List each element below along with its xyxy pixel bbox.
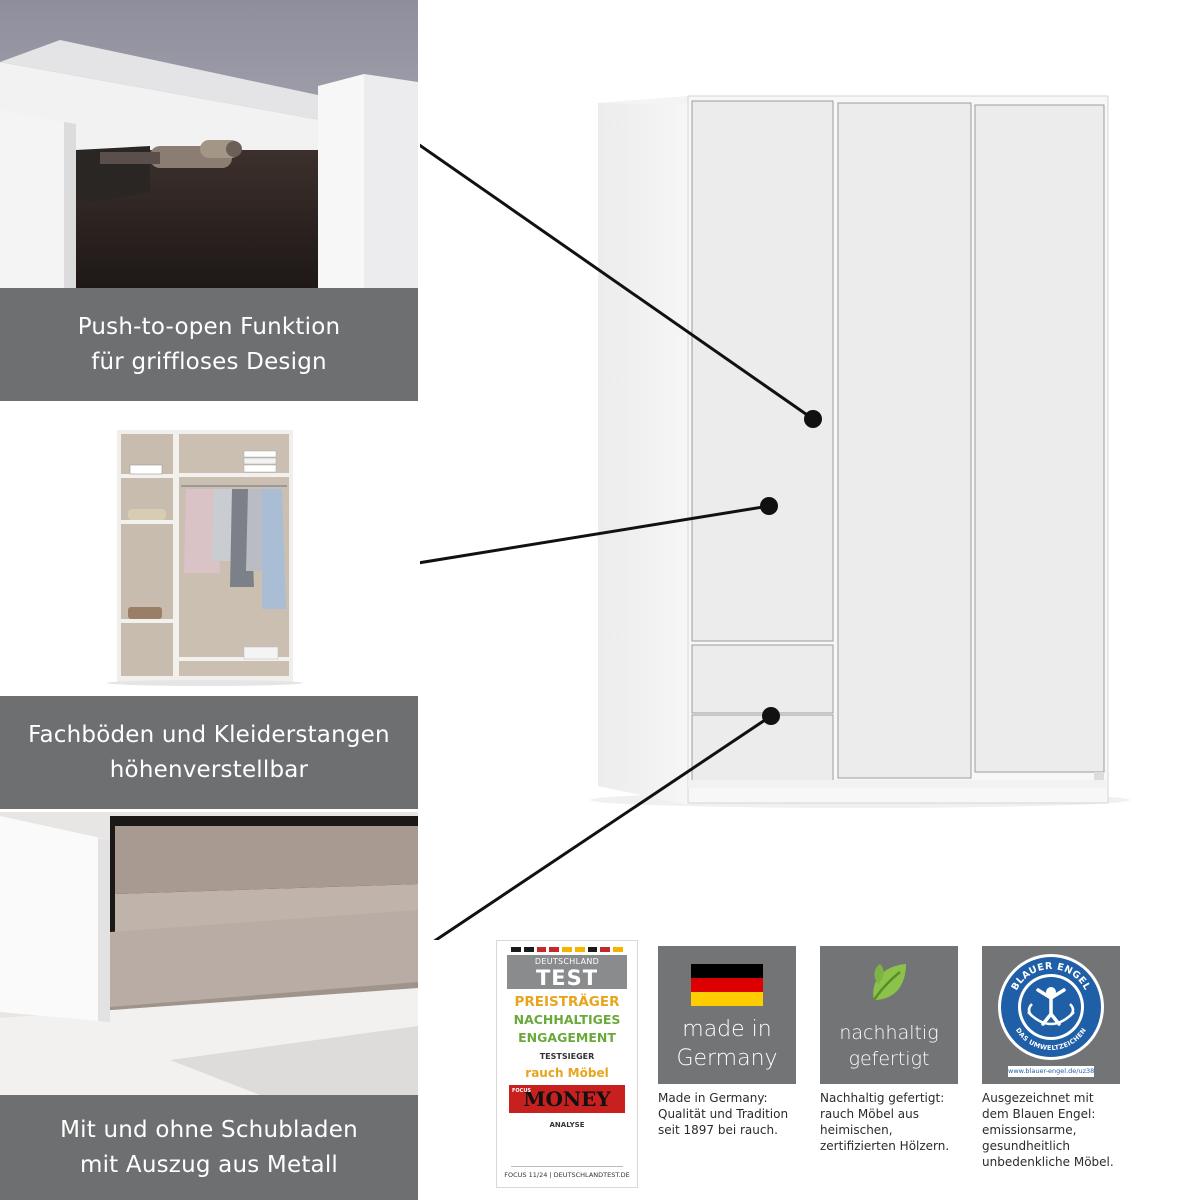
pointer-dot-icon — [760, 497, 778, 515]
wardrobe-side-panel — [598, 96, 688, 805]
badge-title-line: made in — [682, 1017, 772, 1042]
pointer-dot-icon — [804, 410, 822, 428]
description-line: unbedenkliche Möbel. — [982, 1155, 1114, 1169]
feature-caption-line: Mit und ohne Schubladen — [60, 1116, 358, 1143]
seal-award-line: NACHHALTIGES — [513, 1012, 621, 1027]
feature-caption-line: Fachböden und Kleiderstangen — [28, 721, 390, 748]
description-line: Qualität und Tradition — [658, 1107, 789, 1121]
wardrobe-middle-door — [837, 102, 972, 779]
seal-award-line: PREISTRÄGER — [514, 994, 620, 1010]
feature-caption-line: Push-to-open Funktion — [77, 313, 341, 340]
badge-title-line: gefertigt — [848, 1048, 930, 1070]
made-in-germany-badge: made in Germany — [658, 946, 796, 1084]
seal-footer: FOCUS 11/24 | DEUTSCHLANDTEST.DE — [504, 1171, 630, 1179]
blue-angel-icon: BLAUER ENGEL DAS UMWELTZEICHEN — [998, 954, 1104, 1060]
seal-analyse: ANALYSE — [549, 1121, 585, 1129]
blue-angel-url: www.blauer-engel.de/uz38 — [1008, 1067, 1095, 1075]
pointer-line-drawers — [433, 714, 772, 940]
description-line: emissionsarme, — [982, 1123, 1077, 1137]
feature-caption-line: für griffloses Design — [91, 348, 327, 375]
seal-color-stripe — [511, 947, 624, 952]
description-line: rauch Möbel aus — [820, 1107, 919, 1121]
wardrobe-drawer-lower — [691, 714, 834, 782]
seal-header-small: DEUTSCHLAND — [534, 957, 600, 966]
deutschland-test-seal: DEUTSCHLAND TEST PREISTRÄGER NACHHALTIGE… — [496, 940, 638, 1188]
leaf-icon — [872, 964, 906, 1001]
push-to-open-photo — [0, 0, 418, 288]
focus-money-logo: FOCUS MONEY — [509, 1085, 625, 1113]
description-line: Made in Germany: — [658, 1091, 768, 1105]
blue-angel-url-bar: www.blauer-engel.de/uz38 — [1008, 1066, 1094, 1077]
wardrobe-left-door — [691, 100, 834, 642]
description-line: seit 1897 bei rauch. — [658, 1123, 778, 1137]
wardrobe-interior-photo — [0, 401, 418, 696]
feature-caption-push-to-open: Push-to-open Funktion für griffloses Des… — [0, 288, 418, 401]
blue-angel-description: Ausgezeichnet mit dem Blauen Engel: emis… — [982, 1090, 1132, 1170]
money-logo-text: MONEY — [523, 1087, 611, 1111]
feature-caption-line: höhenverstellbar — [109, 756, 309, 783]
pointer-line-push-to-open — [420, 143, 814, 421]
pointer-dot-icon — [762, 707, 780, 725]
seal-header: DEUTSCHLAND TEST — [507, 955, 627, 990]
description-line: dem Blauen Engel: — [982, 1107, 1096, 1121]
sustainable-description: Nachhaltig gefertigt: rauch Möbel aus he… — [820, 1090, 970, 1154]
seal-testsieger: TESTSIEGER — [539, 1052, 595, 1061]
made-in-germany-description: Made in Germany: Qualität und Tradition … — [658, 1090, 808, 1138]
badge-title-line: Germany — [676, 1046, 778, 1071]
description-line: Ausgezeichnet mit — [982, 1091, 1094, 1105]
push-to-open-illustration — [0, 0, 418, 288]
wardrobe-drawer-upper — [691, 644, 834, 714]
feature-caption-drawers: Mit und ohne Schubladen mit Auszug aus M… — [0, 1095, 418, 1200]
drawer-illustration — [0, 812, 418, 1095]
germany-flag-icon — [691, 964, 763, 1006]
wardrobe-interior-illustration — [107, 430, 303, 686]
focus-logo-small: FOCUS — [512, 1088, 531, 1094]
feature-caption-line: mit Auszug aus Metall — [79, 1151, 339, 1178]
sustainable-badge: nachhaltig gefertigt — [820, 946, 958, 1084]
description-line: Nachhaltig gefertigt: — [820, 1091, 945, 1105]
description-line: zertifizierten Hölzern. — [820, 1139, 950, 1153]
wardrobe-right-door — [974, 104, 1105, 773]
seal-company: rauch Möbel — [525, 1066, 609, 1080]
description-line: gesundheitlich — [982, 1139, 1070, 1153]
wardrobe-product-image — [420, 95, 1130, 940]
description-line: heimischen, — [820, 1123, 893, 1137]
feature-caption-shelves: Fachböden und Kleiderstangen höhenverste… — [0, 696, 418, 809]
blue-angel-badge: BLAUER ENGEL DAS UMWELTZEICHEN www.blaue… — [982, 946, 1120, 1084]
badge-title-line: nachhaltig — [839, 1022, 939, 1044]
drawer-photo — [0, 812, 418, 1095]
seal-award-line: ENGAGEMENT — [518, 1030, 616, 1045]
pointer-line-shelves — [420, 504, 770, 565]
seal-header-big: TEST — [535, 966, 599, 990]
